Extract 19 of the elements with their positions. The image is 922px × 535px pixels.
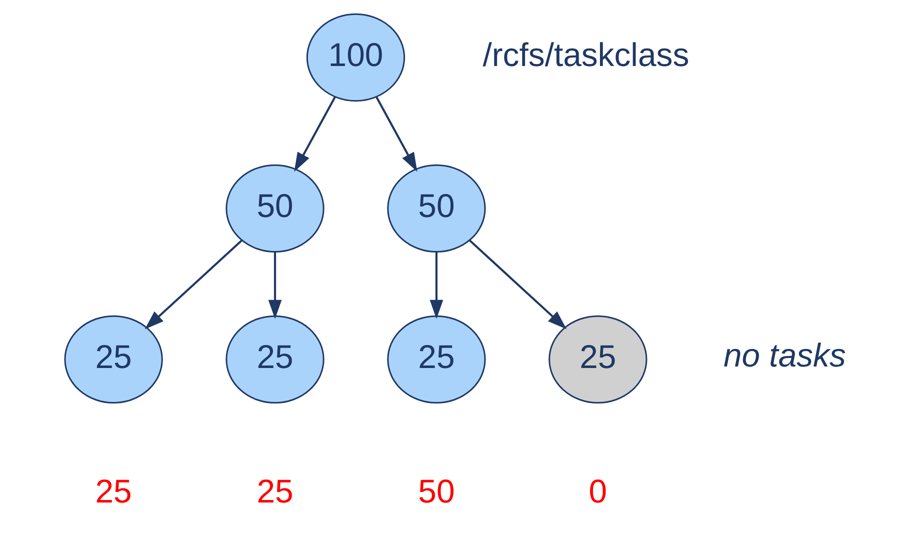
arrow	[268, 252, 282, 319]
node-label: no tasks	[722, 336, 846, 374]
arrow	[429, 252, 443, 319]
node-label: 25	[94, 472, 132, 510]
node-ellipse: 25	[225, 315, 324, 404]
node-label: 0	[588, 472, 607, 510]
node-label: 50	[418, 472, 454, 510]
node-label: 25	[256, 472, 293, 510]
node-label: /rcfs/taskclass	[482, 36, 689, 73]
arrow	[375, 96, 417, 172]
node-ellipse: 50	[386, 164, 486, 253]
arrow	[468, 239, 566, 330]
arrow	[294, 96, 336, 172]
node-ellipse: 25	[386, 315, 486, 404]
node-ellipse: 25	[548, 315, 647, 404]
node-ellipse: 25	[64, 315, 162, 404]
arrow	[144, 239, 242, 330]
node-ellipse: 100	[306, 13, 405, 102]
node-ellipse: 50	[225, 164, 324, 253]
